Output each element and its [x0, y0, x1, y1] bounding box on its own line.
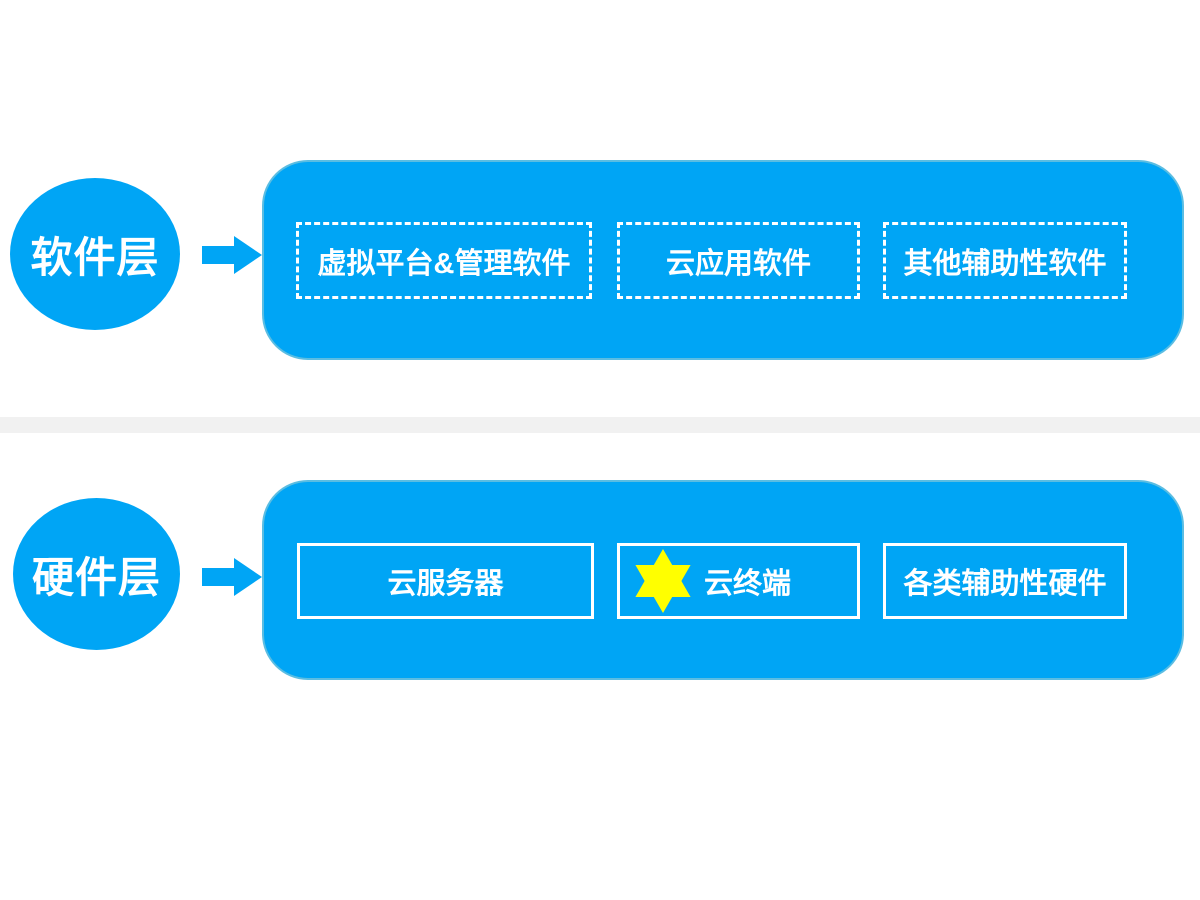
hardware-panel: 云服务器 云终端 各类辅助性硬件	[262, 480, 1184, 680]
software-box-virtual-platform-label: 虚拟平台&管理软件	[317, 247, 571, 280]
software-box-cloud-apps: 云应用软件	[617, 222, 860, 299]
hardware-layer-circle: 硬件层	[13, 498, 180, 650]
hardware-box-auxiliary-hardware-label: 各类辅助性硬件	[903, 568, 1107, 600]
right-arrow-icon	[202, 558, 262, 596]
software-layer-circle: 软件层	[10, 178, 180, 330]
software-box-cloud-apps-label: 云应用软件	[665, 247, 811, 280]
right-arrow-icon	[202, 236, 262, 274]
hardware-layer-label: 硬件层	[31, 553, 161, 601]
software-layer-label: 软件层	[30, 233, 160, 281]
software-panel: 虚拟平台&管理软件 云应用软件 其他辅助性软件	[262, 160, 1184, 360]
software-box-virtual-platform: 虚拟平台&管理软件	[296, 222, 592, 299]
hardware-box-cloud-server: 云服务器	[297, 543, 594, 619]
hardware-box-cloud-terminal-label: 云终端	[703, 568, 791, 600]
hardware-box-auxiliary-hardware: 各类辅助性硬件	[883, 543, 1127, 619]
hardware-box-cloud-server-label: 云服务器	[387, 568, 504, 600]
software-box-other-auxiliary: 其他辅助性软件	[883, 222, 1127, 299]
software-box-other-auxiliary-label: 其他辅助性软件	[903, 247, 1107, 280]
six-pointed-star-icon	[635, 549, 691, 613]
hardware-box-cloud-terminal: 云终端	[617, 543, 860, 619]
section-divider-band	[0, 417, 1200, 433]
